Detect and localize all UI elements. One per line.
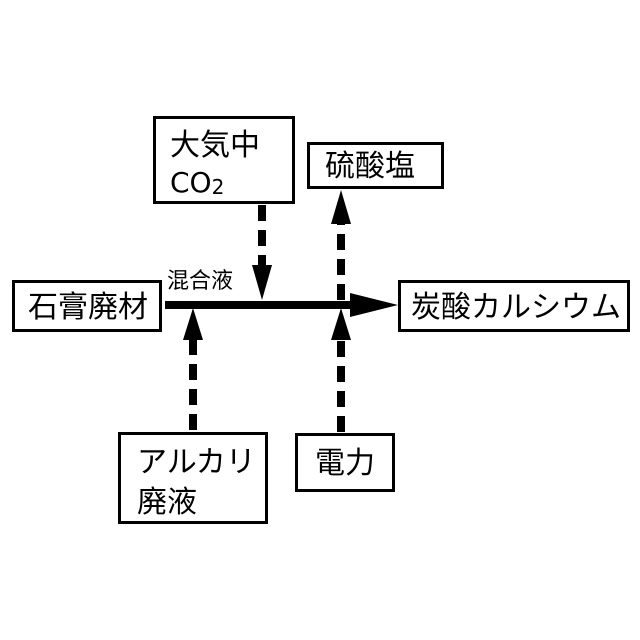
calcium-carbonate-box: 炭酸カルシウム [398, 280, 630, 332]
alkali-waste-line1: アルカリ [137, 448, 256, 478]
atmospheric-co2-line2: CO2 [170, 169, 224, 197]
gypsum-waste-label: 石膏廃材 [28, 293, 148, 323]
co2-main-text: CO [170, 166, 212, 199]
sulfate-arrowhead [331, 190, 351, 224]
atmospheric-co2-box: 大気中 CO2 [153, 116, 295, 204]
alkali-waste-box: アルカリ 廃液 [118, 432, 268, 524]
co2-subscript: 2 [212, 175, 225, 199]
mixed-liquid-label: 混合液 [167, 271, 233, 293]
alkali-waste-line2: 廃液 [137, 488, 197, 518]
gypsum-waste-box: 石膏廃材 [12, 280, 162, 332]
sulfate-label: 硫酸塩 [325, 152, 415, 182]
calcium-carbonate-label: 炭酸カルシウム [411, 293, 621, 323]
electric-power-box: 電力 [295, 433, 395, 492]
alkali-arrowhead [183, 308, 203, 340]
atmospheric-co2-line1: 大気中 [170, 131, 260, 161]
sulfate-box: 硫酸塩 [307, 142, 444, 189]
power-arrowhead [331, 308, 351, 340]
co2-arrowhead [252, 265, 272, 300]
main-flow-arrowhead [350, 293, 398, 317]
electric-power-label: 電力 [315, 449, 375, 479]
